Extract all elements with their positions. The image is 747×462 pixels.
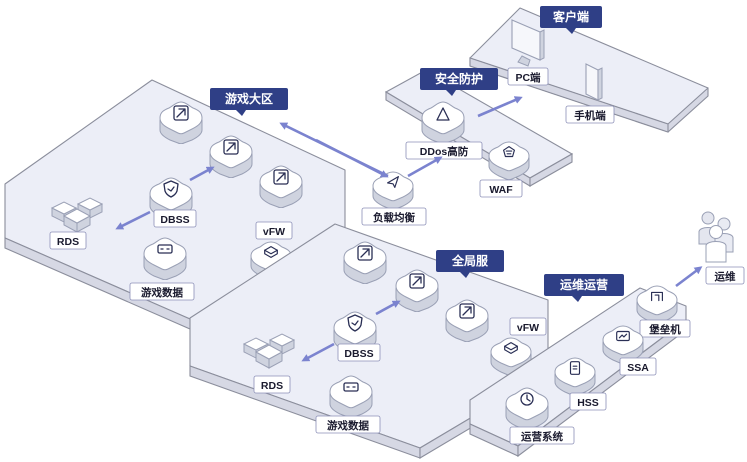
svg-text:客户端: 客户端	[552, 9, 589, 24]
operators-icon[interactable]	[698, 211, 734, 263]
dbss-label: DBSS	[337, 343, 381, 362]
svg-text:RDS: RDS	[57, 236, 79, 248]
svg-text:运营系统: 运营系统	[521, 430, 563, 443]
svg-text:DBSS: DBSS	[344, 348, 373, 360]
ops-zone-title: 运维运营	[544, 274, 624, 302]
ddos-label: DDos高防	[405, 141, 483, 160]
ops-zone: 运维运营 堡垒机 SSA HSS	[469, 274, 691, 458]
dbss-label: DBSS	[153, 209, 197, 228]
arrow-bastion-to-operators	[675, 266, 703, 288]
arrow-dbss-to-server-global	[375, 300, 401, 316]
svg-text:堡垒机: 堡垒机	[649, 323, 681, 336]
rds-label: RDS	[49, 231, 87, 250]
global-zone-title: 全局服	[436, 250, 504, 278]
load-balancer-label: 负载均衡	[361, 207, 427, 226]
game-region-title: 游戏大区	[210, 88, 288, 116]
arrow-dbss-to-server	[189, 166, 215, 182]
arrow-lb-to-ddos	[407, 156, 443, 178]
svg-text:安全防护: 安全防护	[435, 71, 483, 86]
client-zone: 客户端 PC端 手机端	[469, 6, 709, 133]
client-zone-title: 客户端	[540, 6, 602, 34]
vfw-label: vFW	[255, 221, 293, 240]
svg-text:手机端: 手机端	[574, 109, 606, 122]
mobile-label: 手机端	[565, 105, 615, 124]
svg-text:游戏大区: 游戏大区	[225, 91, 273, 106]
game-data-label: 游戏数据	[129, 282, 195, 301]
svg-text:SSA: SSA	[627, 362, 649, 374]
load-balancer-icon[interactable]	[372, 171, 414, 210]
svg-text:PC端: PC端	[515, 71, 541, 84]
arrow-dbss-to-rds	[115, 210, 151, 230]
game-region-zone: 游戏大区 DBSS RDS	[4, 79, 346, 337]
ops-system-label: 运营系统	[509, 426, 575, 445]
vfw-label: vFW	[509, 317, 547, 336]
game-data-label: 游戏数据	[315, 415, 381, 434]
svg-text:运维运营: 运维运营	[560, 277, 608, 292]
svg-text:DDos高防: DDos高防	[420, 145, 469, 158]
svg-text:WAF: WAF	[489, 184, 513, 196]
waf-label: WAF	[479, 179, 523, 198]
pc-monitor-icon[interactable]	[511, 19, 545, 67]
rds-label: RDS	[253, 375, 291, 394]
svg-text:HSS: HSS	[577, 397, 599, 409]
svg-text:DBSS: DBSS	[160, 214, 189, 226]
bastion-label: 堡垒机	[639, 319, 691, 338]
svg-text:vFW: vFW	[517, 322, 539, 334]
svg-text:RDS: RDS	[261, 380, 283, 392]
svg-text:游戏数据: 游戏数据	[141, 286, 183, 299]
arrow-ddos-to-pc	[477, 96, 523, 118]
pc-label: PC端	[507, 67, 549, 86]
arrow-dbss-to-rds-global	[301, 342, 335, 362]
svg-text:运维: 运维	[715, 270, 736, 283]
ssa-label: SSA	[619, 357, 657, 376]
svg-text:游戏数据: 游戏数据	[327, 419, 369, 432]
flow-arrows	[115, 96, 703, 362]
security-zone-title: 安全防护	[420, 68, 498, 96]
operators-label: 运维	[705, 266, 745, 285]
svg-text:全局服: 全局服	[451, 253, 489, 268]
svg-text:vFW: vFW	[263, 226, 285, 238]
security-zone: 安全防护 DDos高防 WAF	[384, 68, 574, 198]
hss-label: HSS	[569, 392, 607, 411]
mobile-phone-icon[interactable]	[585, 63, 603, 101]
svg-text:负载均衡: 负载均衡	[373, 211, 415, 224]
